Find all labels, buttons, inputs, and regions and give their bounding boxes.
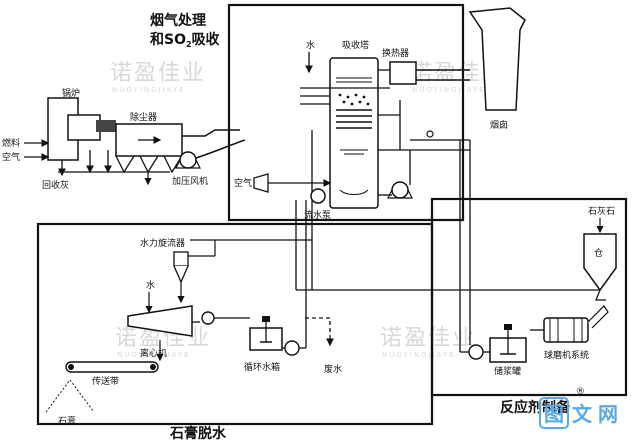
flue-gas-section-frame [227,3,465,222]
circulation-pump-label: 流水泵 [304,209,331,221]
gypsum-title: 石膏脱水 [169,425,227,442]
boiler-label: 锅炉 [62,87,80,99]
heat-exchanger-label: 换热器 [382,47,409,59]
limestone-label: 石灰石 [588,205,615,217]
booster-fan: 加压风机 [172,151,208,187]
water-left-label: 水 [146,279,155,291]
recycle-pump [284,340,300,356]
hydrocyclone-label: 水力旋流器 [140,237,185,249]
air-oxidation-label: 空气 [234,177,252,189]
chimney-label: 烟囱 [490,119,508,131]
reagent-section-frame [430,197,628,397]
watermark-3-en: NUOYINGJIAYE [117,351,191,359]
watermark-1-en: NUOYINGJIAYE [112,86,186,94]
logo-char-1: 图 [544,402,564,426]
wastewater-label: 废水 [324,363,342,375]
recirc-pump [387,181,413,199]
ball-mill-label: 球磨机系统 [544,349,589,361]
dust-collector: 除尘器 [115,111,183,186]
heat-exchanger [300,61,470,89]
circulation-pump: 流水泵 [304,188,331,221]
fuel-label: 燃料 [2,137,20,149]
flue-gas-title-2: 和SO2吸收 [150,31,221,49]
dust-collector-label: 除尘器 [130,111,157,123]
conveyor-belt: 传送带 [65,361,159,387]
slurry-pump [468,344,484,360]
air-compressor [253,173,332,193]
slurry-tank-label: 储浆罐 [494,365,521,377]
reagent-title: 反应剂制备 [500,399,571,416]
chimney: 烟囱 [468,7,526,131]
ball-mill: 球磨机系统 [543,305,609,361]
logo-reg: ® [576,387,585,397]
site-logo: 图 文 网 ® [539,387,618,429]
pump-centrifuge [201,311,215,325]
logo-char-3: 网 [598,402,618,426]
watermark-4: 诺盈佳业 [380,326,476,351]
gypsum-label: 石膏 [58,415,76,427]
booster-fan-label: 加压风机 [172,175,208,187]
gypsum-pile: 石膏 [45,379,95,427]
watermark-2-en: NUOYINGJIAYE [412,86,486,94]
limestone-silo: 仓 [583,233,617,292]
recycle-tank-label: 循环水箱 [244,361,280,373]
centrifuge-label: 离心机 [140,347,167,359]
recycle-tank: 循环水箱 [244,316,283,373]
ash-label: 回收灰 [42,179,69,191]
fan-to-absorber [195,139,246,159]
wastewater-line: 废水 [305,317,342,375]
gypsum-section-frame [36,222,434,426]
absorber-label: 吸收塔 [342,39,369,51]
water-top-label: 水 [306,39,315,51]
logo-char-2: 文 [572,402,593,426]
duct-to-fan [182,129,240,137]
watermark-1: 诺盈佳业 [110,61,206,86]
silo-label: 仓 [594,247,603,259]
flue-gas-title-1: 烟气处理 [150,12,206,29]
watermark-4-en: NUOYINGJIAYE [382,351,456,359]
air-in-label: 空气 [2,151,20,163]
conveyor-label: 传送带 [92,375,119,387]
boiler: 锅炉 [47,87,116,161]
slurry-tank: 储浆罐 [489,324,527,377]
absorber-tower [329,57,379,209]
hydrocyclone [173,240,216,304]
